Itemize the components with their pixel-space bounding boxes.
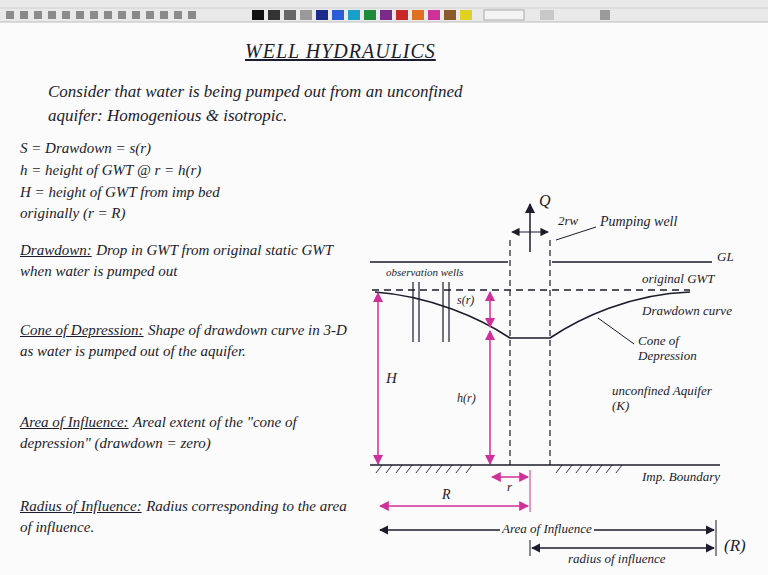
- diagram-label: H: [384, 370, 399, 387]
- diagram-label: Cone of Depression: [636, 334, 720, 364]
- diagram-label: radius of influence: [566, 552, 668, 567]
- discharge-arrow: [529, 204, 531, 252]
- label-text: Q: [539, 192, 551, 209]
- note-text: h = height of GWT @ r = h(r): [20, 160, 350, 181]
- term-heading: Drawdown:: [20, 242, 92, 258]
- label-text: original GWT: [642, 271, 715, 286]
- diagram-label: Q: [537, 192, 553, 210]
- diagram-label: Drawdown curve: [640, 304, 734, 319]
- dimension-line: [489, 331, 491, 464]
- dimension-line: [532, 547, 714, 548]
- note-text: Radius of Influence:Radius corresponding…: [20, 496, 350, 538]
- label-text: Imp. Boundary: [642, 469, 720, 484]
- label-text: Consider that water is being pumped out …: [48, 82, 462, 125]
- label-text: Pumping well: [600, 214, 677, 229]
- diagram-label: 2rw: [556, 214, 580, 229]
- label-text: Cone of Depression: [638, 333, 697, 363]
- note-text: Consider that water is being pumped out …: [48, 80, 518, 128]
- diagram-label: (R): [722, 536, 748, 556]
- diagram-label: Pumping well: [598, 214, 679, 230]
- dimension-line: [380, 505, 528, 506]
- label-text: R: [442, 487, 451, 502]
- hatching: [376, 465, 622, 473]
- label-text: GL: [717, 249, 734, 264]
- label-text: h = height of GWT @ r = h(r): [20, 162, 201, 178]
- observation-well: [413, 282, 449, 342]
- leader-line: [598, 318, 634, 344]
- diagram-label: observation wells: [384, 266, 465, 279]
- diagram-label: original GWT: [640, 272, 717, 287]
- dimension-line: [489, 292, 491, 327]
- label-text: (R): [724, 536, 746, 555]
- label-text: H: [386, 370, 397, 386]
- term-heading: Radius of Influence:: [20, 498, 142, 514]
- label-text: unconfined Aquifer (K): [612, 383, 712, 413]
- note-text: Drawdown:Drop in GWT from original stati…: [20, 240, 350, 282]
- label-text: Drawdown curve: [642, 303, 732, 318]
- diagram-label: unconfined Aquifer (K): [610, 384, 714, 414]
- toolbar: [0, 0, 768, 22]
- label-text: S = Drawdown = s(r): [20, 140, 151, 156]
- well-casing: [510, 240, 550, 465]
- impervious-boundary: [370, 464, 720, 466]
- label-text: radius of influence: [568, 551, 666, 566]
- label-text: 2rw: [558, 213, 578, 228]
- dimension-line: [377, 293, 379, 464]
- dimension-line: [492, 476, 528, 477]
- extension-line: [530, 470, 531, 512]
- term-heading: Cone of Depression:: [20, 322, 144, 338]
- leader-line: [556, 227, 596, 240]
- diagram-label: GL: [715, 250, 736, 265]
- note-text: S = Drawdown = s(r): [20, 138, 350, 159]
- diagram-label: h(r): [455, 392, 478, 406]
- ground-line: [370, 261, 712, 263]
- slide-title: WELL HYDRAULICS: [245, 40, 436, 63]
- note-text: Cone of Depression:Shape of drawdown cur…: [20, 320, 350, 362]
- diagram-label: R: [440, 487, 453, 503]
- original-gwt-line: [372, 289, 690, 290]
- diagram-label: Imp. Boundary: [640, 470, 722, 485]
- diameter-arrow: [512, 231, 548, 232]
- diagram-label: Area of Influence: [500, 522, 594, 537]
- diagram-label: s(r): [455, 294, 476, 308]
- term-heading: Area of Influence:: [20, 414, 129, 430]
- label-text: h(r): [457, 391, 476, 405]
- diagram-label: r: [505, 480, 514, 495]
- label-text: H = height of GWT from imp bed originall…: [20, 184, 220, 221]
- label-text: observation wells: [386, 266, 463, 278]
- label-text: s(r): [457, 293, 474, 307]
- label-text: r: [507, 479, 512, 494]
- note-text: H = height of GWT from imp bed originall…: [20, 182, 280, 224]
- note-text: Area of Influence:Areal extent of the "c…: [20, 412, 350, 454]
- label-text: Area of Influence: [502, 521, 592, 536]
